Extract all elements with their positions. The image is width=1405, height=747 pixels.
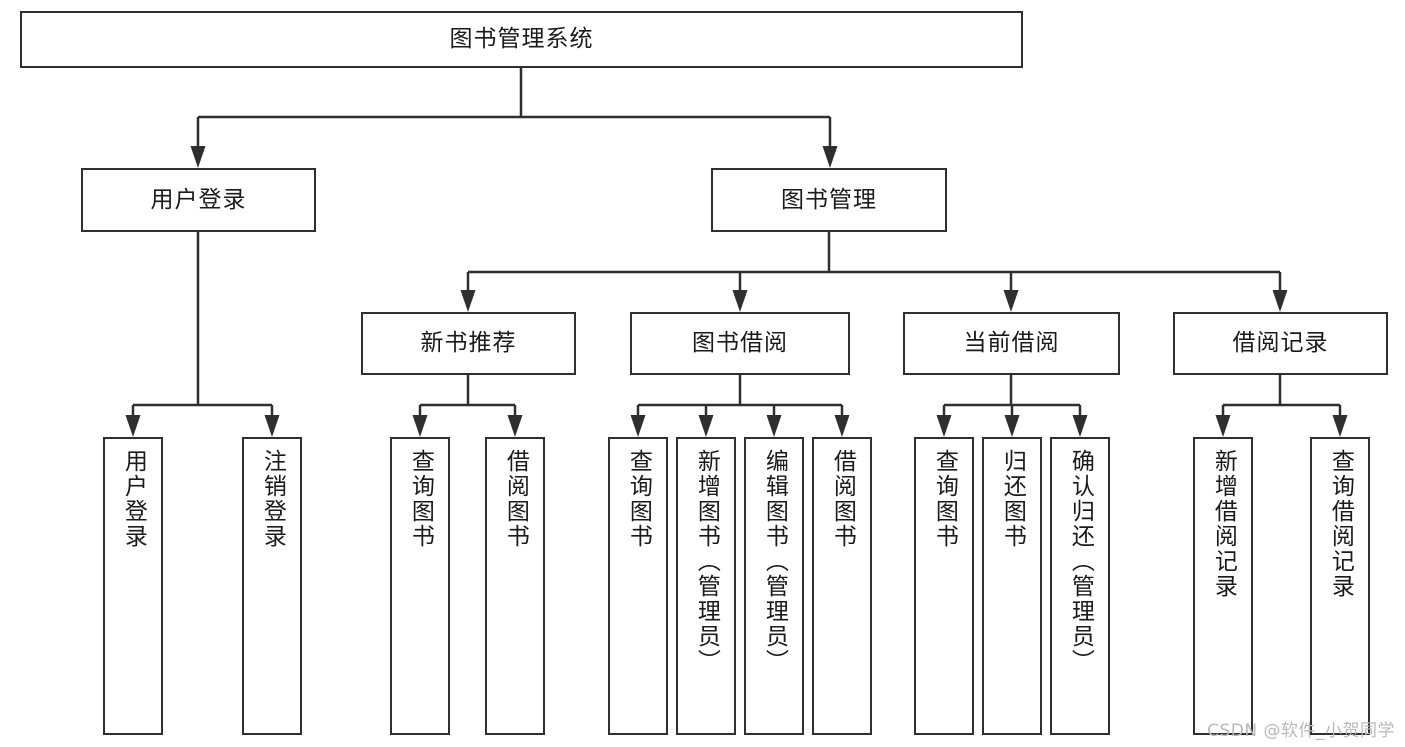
- books-arrow-1-head: [460, 290, 476, 312]
- level3-node-1-label: 新书推荐: [420, 330, 517, 357]
- leaf-node-3-label: 查询图书: [407, 449, 434, 549]
- leaf-node-7[interactable]: 编辑图书（管理员）: [744, 437, 804, 735]
- level3-node-3-label: 当前借阅: [963, 330, 1060, 357]
- level3-node-1[interactable]: 新书推荐: [361, 312, 576, 375]
- group-2-leaf-arrow-2-head: [698, 415, 714, 437]
- leaf-node-5[interactable]: 查询图书: [608, 437, 668, 735]
- group-1-leaf-arrow-2-head: [507, 415, 523, 437]
- leaf-node-11-label: 确认归还（管理员）: [1067, 449, 1094, 674]
- group-1-leaf-arrow-1-head: [412, 415, 428, 437]
- leaf-node-5-label: 查询图书: [625, 449, 652, 549]
- leaf-node-2[interactable]: 注销登录: [242, 437, 302, 735]
- level2-node-1-label: 用户登录: [150, 186, 247, 213]
- leaf-node-13-label: 查询借阅记录: [1327, 449, 1354, 599]
- leaf-node-7-label: 编辑图书（管理员）: [761, 449, 788, 674]
- leaf-node-13[interactable]: 查询借阅记录: [1310, 437, 1370, 735]
- level3-node-2-label: 图书借阅: [692, 330, 788, 357]
- leaf-node-3[interactable]: 查询图书: [390, 437, 450, 735]
- leaf-node-8[interactable]: 借阅图书: [812, 437, 872, 735]
- watermark-label: CSDN @软件_小贺同学: [1207, 721, 1395, 741]
- leaf-node-1-label: 用户登录: [120, 449, 147, 549]
- leaf-node-4-label: 借阅图书: [502, 449, 529, 549]
- leaf-node-2-label: 注销登录: [259, 449, 286, 549]
- root-arrow-2-head: [822, 146, 838, 168]
- group-2-leaf-arrow-4-head: [834, 415, 850, 437]
- leaf-node-10[interactable]: 归还图书: [982, 437, 1042, 735]
- leaf-node-6-label: 新增图书（管理员）: [693, 449, 720, 674]
- group-4-leaf-arrow-1-head: [1215, 415, 1231, 437]
- root-node-book-management-system-label: 图书管理系统: [449, 26, 594, 53]
- group-2-leaf-arrow-1-head: [630, 415, 646, 437]
- level2-node-2[interactable]: 图书管理: [711, 168, 947, 232]
- leaf-node-1[interactable]: 用户登录: [103, 437, 163, 735]
- leaf-node-9-label: 查询图书: [931, 449, 958, 549]
- leaf-node-8-label: 借阅图书: [829, 449, 856, 549]
- leaf-node-12[interactable]: 新增借阅记录: [1193, 437, 1253, 735]
- leaf-node-12-label: 新增借阅记录: [1210, 449, 1237, 599]
- level2-node-1[interactable]: 用户登录: [81, 168, 316, 232]
- leaf-node-11[interactable]: 确认归还（管理员）: [1050, 437, 1110, 735]
- login-leaf-arrow-1-head: [125, 415, 141, 437]
- level3-node-3[interactable]: 当前借阅: [903, 312, 1120, 375]
- leaf-node-4[interactable]: 借阅图书: [485, 437, 545, 735]
- login-leaf-arrow-2-head: [264, 415, 280, 437]
- leaf-node-10-label: 归还图书: [999, 449, 1026, 549]
- root-node-book-management-system[interactable]: 图书管理系统: [20, 11, 1023, 68]
- level3-node-4-label: 借阅记录: [1232, 330, 1329, 357]
- group-3-leaf-arrow-2-head: [1004, 415, 1020, 437]
- books-arrow-2-head: [732, 290, 748, 312]
- leaf-node-6[interactable]: 新增图书（管理员）: [676, 437, 736, 735]
- books-arrow-4-head: [1272, 290, 1288, 312]
- books-arrow-3-head: [1003, 290, 1019, 312]
- level3-node-4[interactable]: 借阅记录: [1173, 312, 1388, 375]
- leaf-node-9[interactable]: 查询图书: [914, 437, 974, 735]
- group-3-leaf-arrow-3-head: [1072, 415, 1088, 437]
- group-4-leaf-arrow-2-head: [1332, 415, 1348, 437]
- group-2-leaf-arrow-3-head: [766, 415, 782, 437]
- level3-node-2[interactable]: 图书借阅: [630, 312, 850, 375]
- root-arrow-1-head: [190, 146, 206, 168]
- level2-node-2-label: 图书管理: [781, 186, 877, 213]
- group-3-leaf-arrow-1-head: [936, 415, 952, 437]
